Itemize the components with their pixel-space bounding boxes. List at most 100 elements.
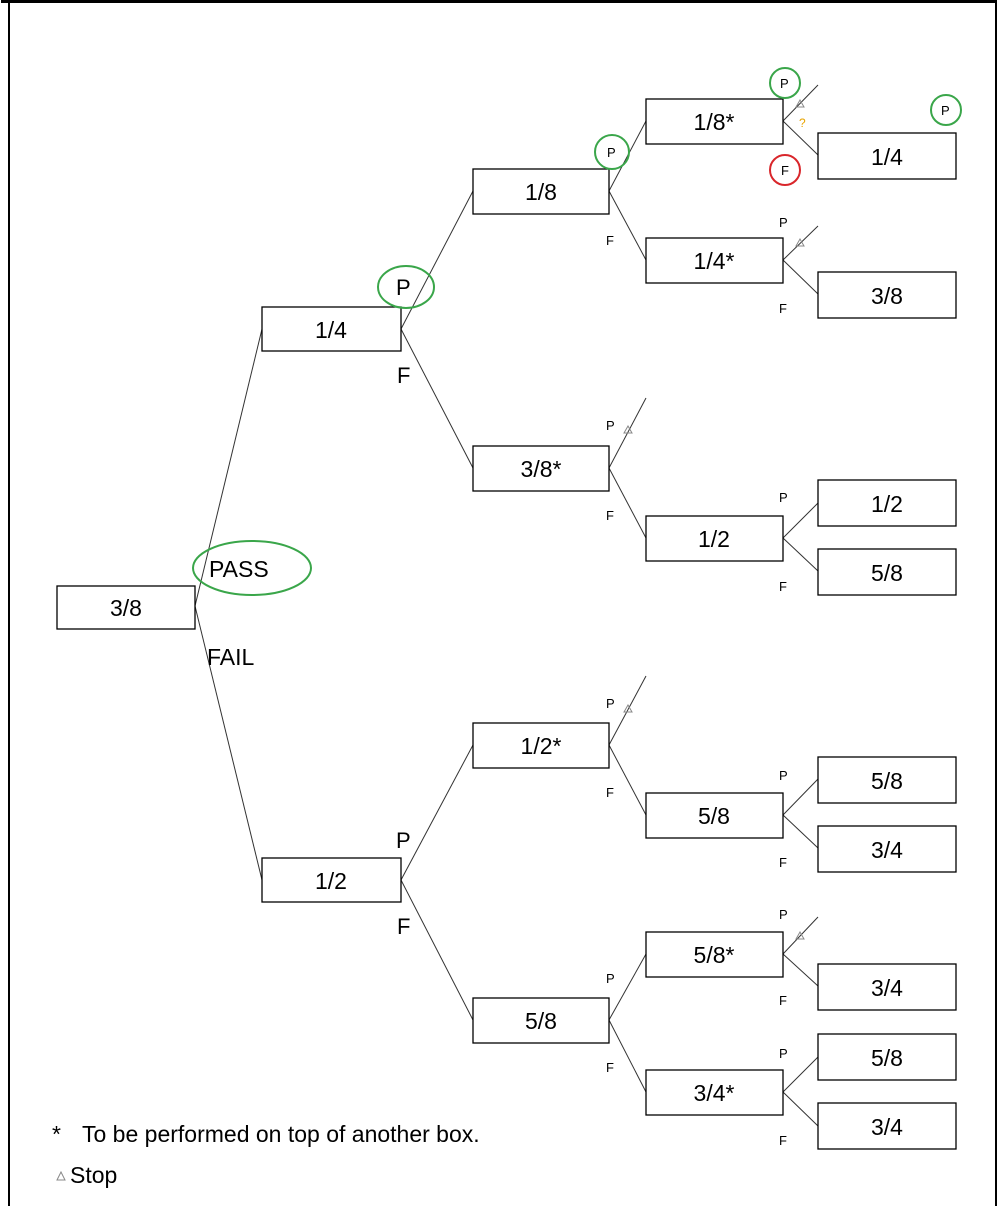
stop-triangle-icon: [795, 930, 805, 940]
level4-box-2: [817, 271, 957, 319]
level4-box-9: [817, 1102, 957, 1150]
level4-box-1-label: 1/4: [871, 144, 903, 170]
edge-l3n5-pass-stop: [782, 916, 819, 955]
level3-node-6: 3/4*: [645, 1069, 784, 1116]
legend-asterisk-symbol: *: [52, 1121, 61, 1147]
stop-triangle-icon: [795, 237, 805, 247]
level4-node-5: 5/8: [817, 756, 957, 804]
level3-1-pass-label: P: [780, 76, 789, 91]
edge-l1top-pass: [400, 190, 474, 330]
level4-box-4-label: 5/8: [871, 560, 903, 586]
level3-node-1: 1/8*: [645, 98, 784, 145]
level4-box-2-label: 3/8: [871, 283, 903, 309]
level4-node-7: 3/4: [817, 963, 957, 1011]
level4-node-3: 1/2: [817, 479, 957, 527]
legend-stop-text: Stop: [70, 1162, 117, 1188]
level2-box-2: [472, 445, 610, 492]
edge-l3n2-fail: [782, 259, 819, 295]
level1-bottom-fail-label: F: [397, 914, 410, 939]
level4-node-4: 5/8: [817, 548, 957, 596]
edge-l3n3-pass: [782, 502, 819, 539]
level2-node-3: 1/2*: [472, 722, 610, 769]
legend: * To be performed on top of another box.…: [52, 1121, 480, 1188]
level3-box-5-label: 5/8*: [694, 942, 735, 968]
level4-box-7: [817, 963, 957, 1011]
level2-box-4-label: 5/8: [525, 1008, 557, 1034]
edge-l3n5-fail: [782, 953, 819, 987]
pass-highlight-circle: [930, 94, 962, 126]
level3-box-4: [645, 792, 784, 839]
pass-highlight-circle: [594, 134, 630, 170]
legend-asterisk-text: To be performed on top of another box.: [82, 1121, 480, 1147]
level3-6-pass-label: P: [779, 1046, 788, 1061]
level3-box-3: [645, 515, 784, 562]
level4-box-6-label: 3/4: [871, 837, 903, 863]
level4-box-5: [817, 756, 957, 804]
pass-highlight-circle: [377, 265, 435, 309]
level3-box-1: [645, 98, 784, 145]
edge-l1top-fail: [400, 328, 474, 469]
level3-box-3-label: 1/2: [698, 526, 730, 552]
level4-1-pass-label: P: [941, 103, 950, 118]
edge-root-fail: [194, 605, 263, 881]
tree-edges: [194, 84, 819, 1127]
level3-box-6: [645, 1069, 784, 1116]
level4-box-3: [817, 479, 957, 527]
level3-box-5: [645, 931, 784, 978]
edge-l1bot-pass: [400, 744, 474, 881]
level3-node-4: 5/8: [645, 792, 784, 839]
level4-node-8: 5/8: [817, 1033, 957, 1081]
level2-node-4: 5/8: [472, 997, 610, 1044]
level3-2-pass-label: P: [779, 215, 788, 230]
level3-node-3: 1/2: [645, 515, 784, 562]
level4-box-3-label: 1/2: [871, 491, 903, 517]
level3-node-2: 1/4*: [645, 237, 784, 284]
edge-l3n6-pass: [782, 1056, 819, 1093]
level1-bottom-box: [261, 857, 402, 903]
level3-3-pass-label: P: [779, 490, 788, 505]
level4-node-2: 3/8: [817, 271, 957, 319]
level3-node-5: 5/8*: [645, 931, 784, 978]
edge-l3n1-fail: [782, 120, 819, 156]
level2-4-pass-label: P: [606, 971, 615, 986]
edge-l3n4-fail: [782, 814, 819, 849]
level4-box-4: [817, 548, 957, 596]
level3-5-fail-label: F: [779, 993, 787, 1008]
level3-6-fail-label: F: [779, 1133, 787, 1148]
stop-triangle-icon: [623, 424, 633, 434]
root-fail-label: FAIL: [207, 644, 255, 670]
level2-box-3: [472, 722, 610, 769]
edge-l3n2-pass-stop: [782, 225, 819, 261]
branch-labels: PASS FAIL P F P F P F P F P F P F P ? F …: [192, 67, 962, 1148]
edge-l2n3-pass-stop: [608, 675, 647, 746]
stop-triangle-icon: [623, 703, 633, 713]
level1-top-box-label: 1/4: [315, 317, 347, 343]
level3-1-fail-label: F: [781, 163, 789, 178]
level2-node-1: 1/8: [472, 168, 610, 215]
level1-top-box: [261, 306, 402, 352]
level2-box-2-label: 3/8*: [521, 456, 562, 482]
level1-bottom-pass-label: P: [396, 828, 411, 853]
level2-box-1-label: 1/8: [525, 179, 557, 205]
root-node: 3/8: [56, 585, 196, 630]
level2-box-4: [472, 997, 610, 1044]
pass-highlight-circle: [192, 540, 312, 596]
stop-markers: [623, 98, 805, 940]
level2-box-1: [472, 168, 610, 215]
legend-stop-triangle-icon: [56, 1170, 66, 1181]
level3-box-2-label: 1/4*: [694, 248, 735, 274]
level3-2-fail-label: F: [779, 301, 787, 316]
level2-1-fail-label: F: [606, 233, 614, 248]
level2-node-2: 3/8*: [472, 445, 610, 492]
level4-box-5-label: 5/8: [871, 768, 903, 794]
root-box: [56, 585, 196, 630]
level3-5-pass-label: P: [779, 907, 788, 922]
level2-box-3-label: 1/2*: [521, 733, 562, 759]
level1-top-pass-label: P: [396, 275, 411, 300]
level2-2-pass-label: P: [606, 418, 615, 433]
level2-3-fail-label: F: [606, 785, 614, 800]
level1-bottom-box-label: 1/2: [315, 868, 347, 894]
level4-box-6: [817, 825, 957, 873]
